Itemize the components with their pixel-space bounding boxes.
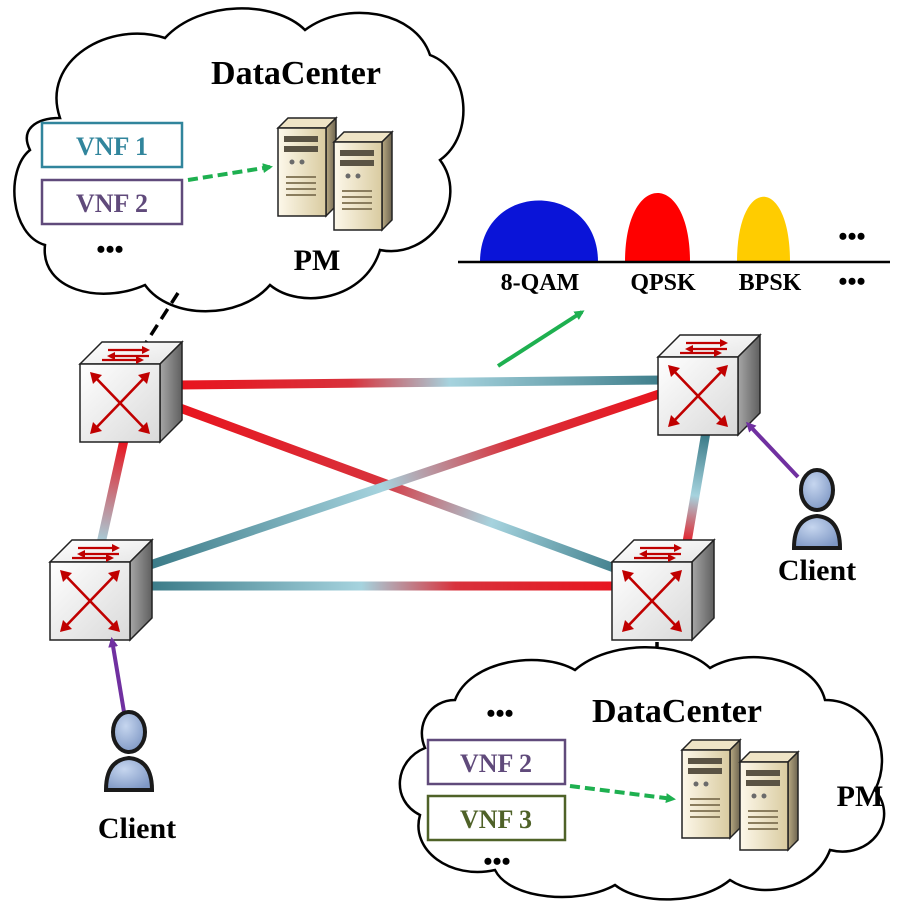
vnf-label-1: VNF 1 [76,132,148,161]
client-left-icon [104,710,154,792]
link-diagonal-bottom-left-to-top-right [145,387,670,570]
spectrum-ellipsis-label: ••• [838,267,865,296]
client-left-label: Client [98,812,176,845]
spectrum-chart [458,193,890,264]
pm-top-icon [277,117,393,231]
datacenter-top-title: DataCenter [211,55,381,92]
client-right-label: Client [778,554,856,587]
vnf-box-3: VNF 2 [426,738,567,786]
network-links [95,375,711,591]
spectrum-slot-8qam [480,200,598,262]
datacenter-bottom-ellipsis-top: ••• [486,699,513,728]
switch-top-left [78,340,184,444]
client-left-arrow [108,637,126,713]
vnf-to-pm-arrow-top [187,163,273,182]
link-top [173,375,670,390]
switch-top-right [656,333,762,437]
spectrum-label-8qam: 8-QAM [501,270,580,296]
link-right [681,431,711,549]
vnf-label-2: VNF 2 [76,189,148,218]
spectrum-slot-bpsk [737,196,790,262]
vnf-to-pm-arrow-bottom [569,784,676,804]
link-to-spectrum-arrow [496,310,585,368]
pm-bottom-label: PM [837,780,884,813]
link-diagonal-top-left-to-bottom-right [175,403,630,577]
switch-bottom-left [48,538,154,642]
client-right-icon [792,468,842,550]
datacenter-top-ellipsis: ••• [96,235,123,264]
spectrum-ellipsis-top: ••• [838,222,865,251]
client-right-arrow [745,421,800,479]
vnf-label-3: VNF 2 [460,749,532,778]
datacenter-bottom-title: DataCenter [592,693,762,730]
vnf-label-4: VNF 3 [460,805,532,834]
vnf-box-4: VNF 3 [426,794,567,842]
datacenter-top-cloud [13,7,465,313]
pm-top-label: PM [294,244,341,277]
link-left [95,439,129,549]
vnf-box-1: VNF 1 [40,121,184,169]
pm-bottom-icon [681,739,799,851]
spectrum-slot-qpsk [625,193,690,262]
spectrum-label-bpsk: BPSK [739,270,802,296]
datacenter-bottom-ellipsis-bottom: ••• [483,847,510,876]
switch-bottom-right [610,538,716,642]
vnf-box-2: VNF 2 [40,178,184,226]
spectrum-label-qpsk: QPSK [630,270,696,296]
